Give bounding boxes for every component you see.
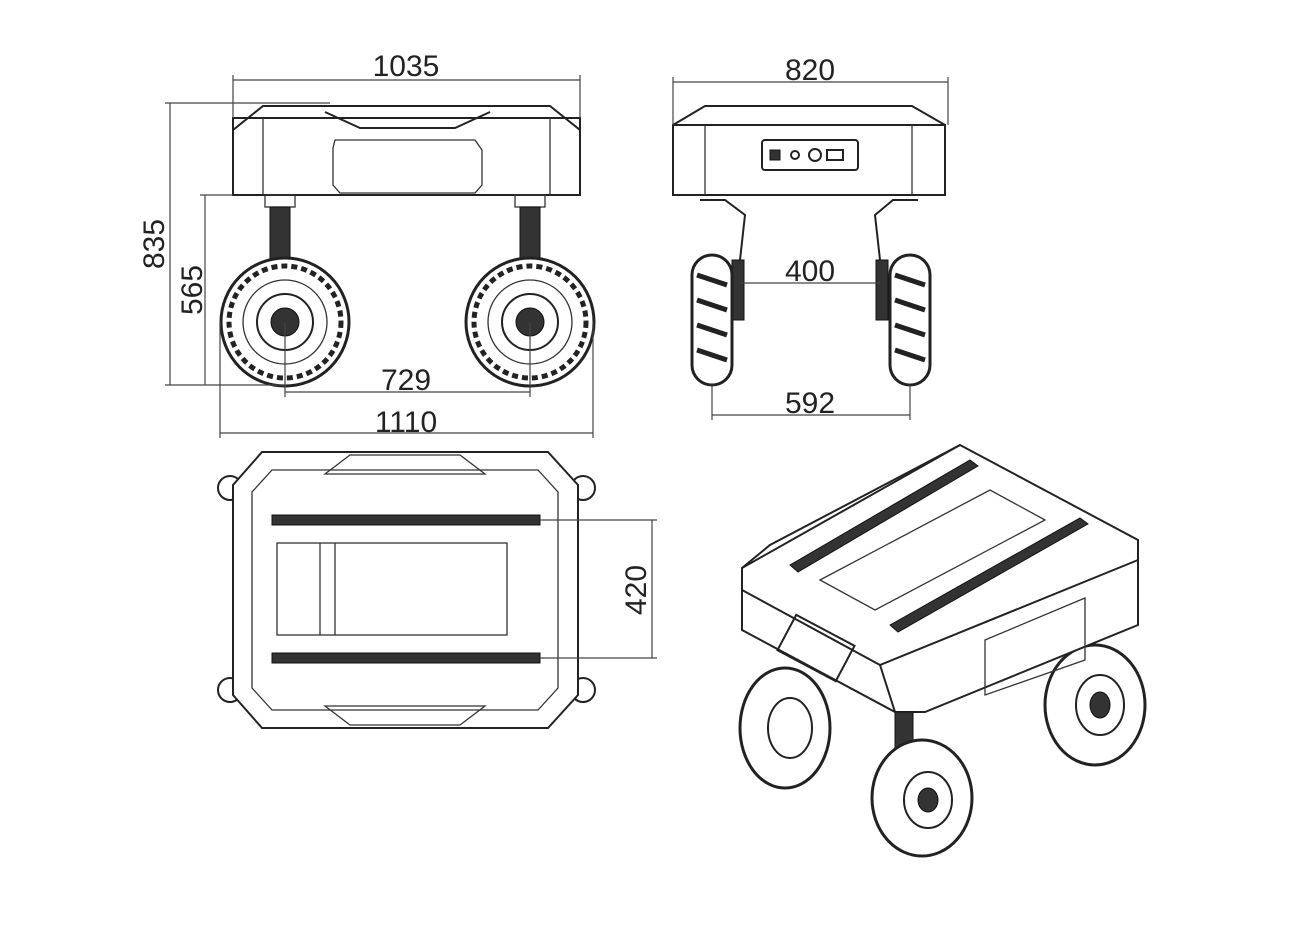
dim-label-729: 729 — [381, 364, 431, 397]
dim-420: 420 — [540, 519, 657, 659]
dim-label-592: 592 — [785, 387, 835, 420]
top-rail-rear — [271, 652, 541, 664]
dim-label-835: 835 — [138, 219, 171, 269]
top-body-inner — [251, 469, 559, 711]
top-rail-front — [271, 514, 541, 526]
iso-wheel-front-right — [870, 738, 974, 858]
dim-label-420: 420 — [620, 565, 653, 615]
side-body — [672, 124, 946, 196]
iso-wheel-rear-right — [1043, 643, 1147, 767]
top-front-accent — [323, 454, 487, 475]
front-leg-mount — [514, 194, 546, 208]
iso-rail-front — [789, 459, 979, 573]
port-icon — [826, 149, 844, 161]
dim-400: 400 — [740, 255, 880, 288]
iso-io-panel — [776, 613, 856, 683]
dim-592: 592 — [711, 385, 911, 420]
iso-rail-rear — [889, 517, 1089, 633]
dim-1035: 1035 — [232, 50, 581, 118]
dim-label-820: 820 — [785, 54, 835, 87]
isometric-view — [738, 443, 1147, 858]
top-rear-accent — [323, 705, 487, 726]
front-leg-mount — [264, 194, 296, 208]
side-body-top — [672, 105, 946, 126]
side-wheel-left — [690, 253, 734, 387]
front-view: 1035 835 565 729 1110 — [138, 50, 596, 439]
side-io-panel — [761, 139, 859, 171]
iso-body-edge — [879, 664, 896, 713]
top-view: 420 — [217, 451, 657, 729]
side-damper-left — [731, 259, 745, 321]
iso-wheel-rear-left — [738, 666, 832, 790]
iso-side-panel — [984, 597, 1086, 696]
dim-label-400: 400 — [785, 255, 835, 288]
front-suspension-left — [269, 206, 291, 260]
side-damper-right — [875, 259, 889, 321]
dim-729: 729 — [284, 322, 531, 397]
dim-label-565: 565 — [176, 265, 209, 315]
front-accent — [324, 111, 491, 129]
dim-1110: 1110 — [219, 322, 594, 439]
dim-820: 820 — [672, 54, 949, 125]
front-suspension-right — [519, 206, 541, 260]
dim-label-1035: 1035 — [373, 50, 440, 83]
port-icon — [790, 150, 800, 160]
port-icon — [769, 149, 781, 161]
side-view: 820 400 592 — [672, 54, 949, 420]
dim-565: 565 — [176, 194, 233, 385]
dim-label-1110: 1110 — [375, 406, 437, 439]
port-icon — [808, 148, 822, 162]
front-body — [232, 117, 581, 196]
dim-835: 835 — [138, 102, 330, 386]
top-panel — [276, 542, 508, 636]
top-body-outline — [232, 451, 579, 729]
iso-top-panel — [818, 489, 1047, 611]
iso-body — [741, 443, 1139, 713]
side-wheel-right — [888, 253, 932, 387]
front-body-top — [232, 105, 581, 131]
iso-body-edge — [741, 444, 961, 569]
front-panel — [332, 139, 483, 194]
